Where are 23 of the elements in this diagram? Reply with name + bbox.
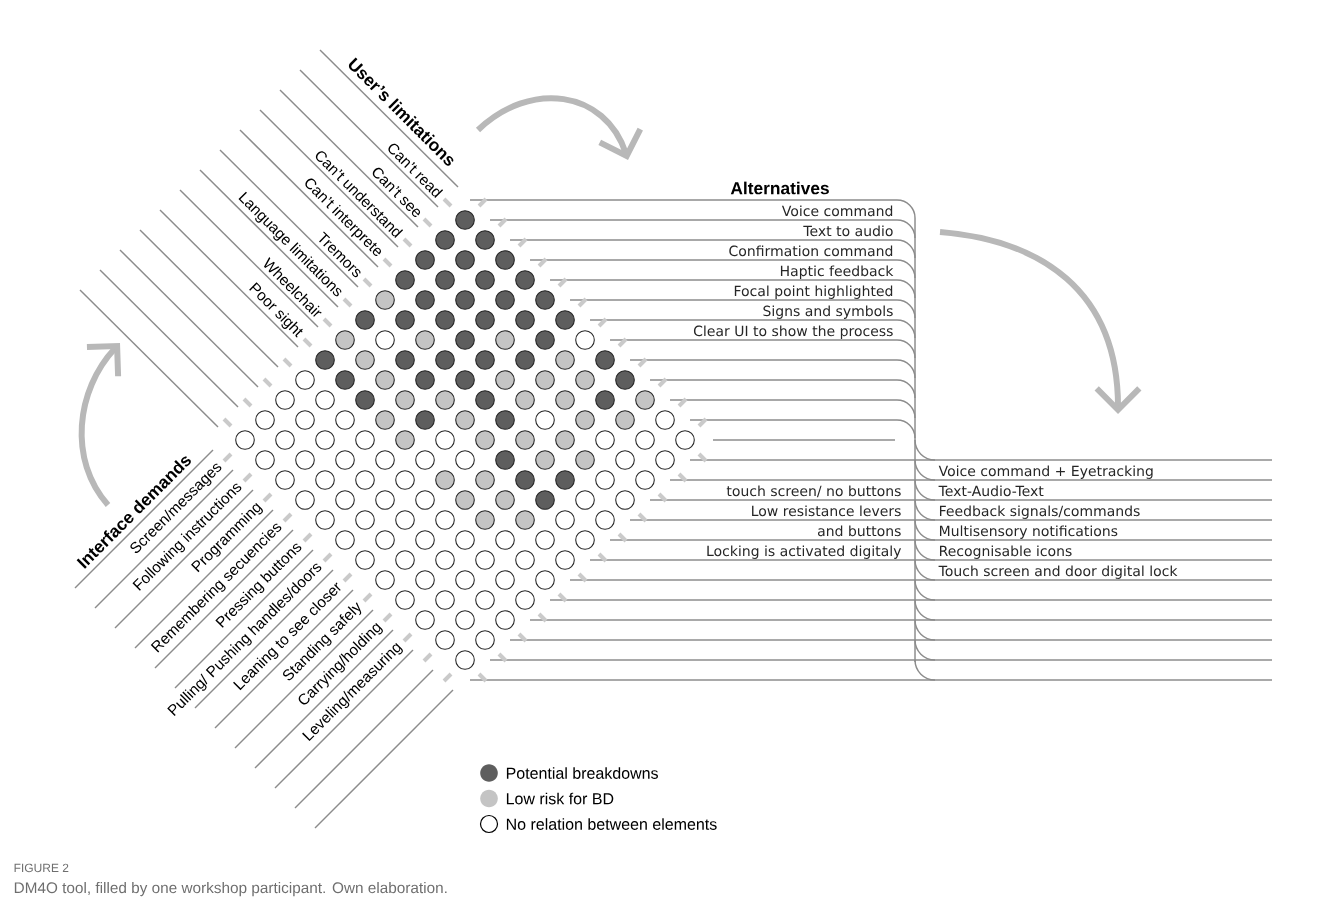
alternative-text: Clear UI to show the process xyxy=(693,325,893,339)
alternative-text: Focal point highlighted xyxy=(734,285,893,299)
alternative-text: Voice command xyxy=(781,205,893,217)
legend-label: No relation between elements xyxy=(506,818,717,830)
alternative-text: Locking is activated digitaly xyxy=(707,545,901,559)
alternative-text: Touch screen and door digital lock xyxy=(938,565,1178,579)
figure-number: FIGURE 2 xyxy=(14,863,69,873)
alternative-text: Text-Audio-Text xyxy=(938,485,1044,497)
axis-heading: Alternatives xyxy=(730,181,829,195)
alternative-text: touch screen/ no buttons xyxy=(726,485,901,498)
alternative-text: and buttons xyxy=(818,525,901,537)
legend-label: Low risk for BD xyxy=(506,792,614,805)
figure-caption: DM4O tool, filled by one workshop participant. Own elaboration. xyxy=(14,881,447,897)
alternative-text: Voice command + Eyetracking xyxy=(938,465,1153,479)
alternative-text: Text to audio xyxy=(803,225,893,237)
alternative-text: Recognisable icons xyxy=(940,545,1072,559)
alternative-text: Signs and symbols xyxy=(763,305,893,319)
alternative-text: Haptic feedback xyxy=(780,265,894,279)
legend-label: Potential breakdowns xyxy=(506,767,658,779)
alternative-text: Multisensory notifications xyxy=(940,525,1118,539)
alternative-text: Confirmation command xyxy=(729,245,893,257)
alternative-text: Feedback signals/commands xyxy=(940,505,1140,519)
alternative-text: Low resistance levers xyxy=(752,505,901,517)
